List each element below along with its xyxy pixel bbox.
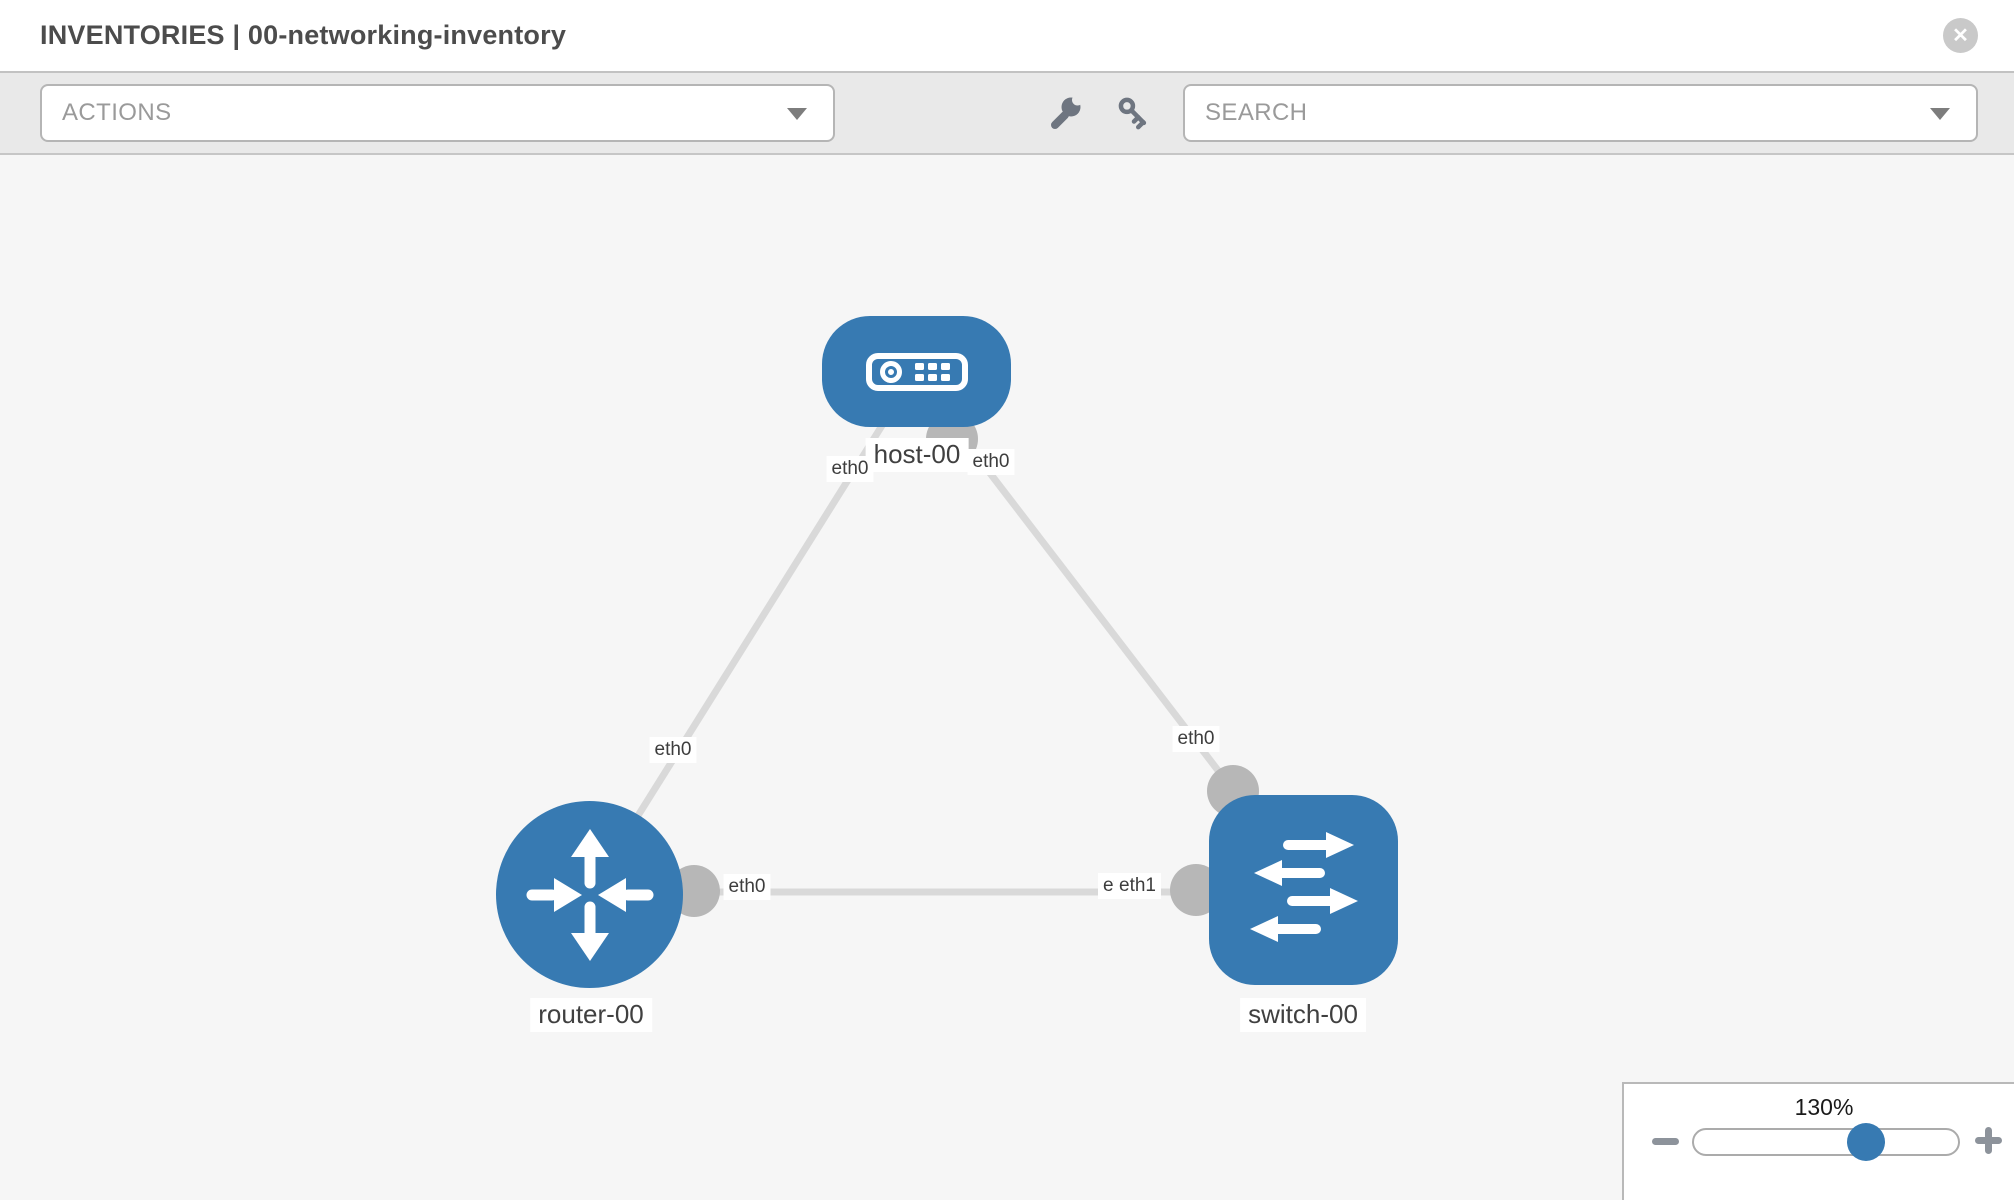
node-switch[interactable] <box>1209 795 1398 985</box>
close-button[interactable]: ✕ <box>1943 18 1978 53</box>
zoom-panel: 130% <box>1622 1082 2014 1200</box>
node-router[interactable] <box>496 801 683 988</box>
actions-dropdown-label: ACTIONS <box>62 99 172 126</box>
minus-icon <box>1651 1137 1679 1145</box>
key-button[interactable] <box>1114 93 1154 133</box>
actions-dropdown[interactable]: ACTIONS <box>40 84 835 142</box>
zoom-slider[interactable] <box>1692 1123 1960 1161</box>
port-label-host-eth0-right: eth0 <box>967 449 1015 475</box>
node-label-host: host-00 <box>865 438 969 472</box>
wrench-button[interactable] <box>1044 93 1084 133</box>
port-label-router-eth0-uplink: eth0 <box>649 737 697 763</box>
switch-icon <box>1249 832 1358 942</box>
chevron-down-icon <box>1930 108 1950 120</box>
port-label-switch-eth1-lan: eth1 <box>1114 873 1161 899</box>
title-bar: INVENTORIES | 00-networking-inventory ✕ <box>0 0 2014 73</box>
wrench-icon <box>1051 94 1083 129</box>
port-label-switch-eth0-uplink: eth0 <box>1172 726 1220 752</box>
chevron-down-icon <box>787 108 807 120</box>
node-label-switch: switch-00 <box>1240 998 1366 1032</box>
link-host-router[interactable] <box>586 406 896 896</box>
port-label-host-eth0-left: eth0 <box>826 456 874 482</box>
node-host[interactable] <box>822 316 1011 427</box>
host-device-icon <box>865 352 968 391</box>
search-dropdown[interactable]: SEARCH <box>1183 84 1978 142</box>
zoom-in-button[interactable] <box>1974 1126 2004 1156</box>
router-icon <box>526 828 653 961</box>
zoom-slider-thumb[interactable] <box>1847 1123 1885 1161</box>
port-label-router-eth0-lan: eth0 <box>723 874 771 900</box>
zoom-out-button[interactable] <box>1650 1126 1680 1156</box>
search-dropdown-label: SEARCH <box>1205 99 1308 126</box>
node-label-router: router-00 <box>530 998 652 1032</box>
key-icon <box>1118 97 1147 130</box>
zoom-level-label: 130% <box>1794 1094 1854 1120</box>
close-icon: ✕ <box>1952 25 1969 47</box>
toolbar: ACTIONS SEARCH <box>0 73 2014 155</box>
page-title: INVENTORIES | 00-networking-inventory <box>40 20 567 50</box>
